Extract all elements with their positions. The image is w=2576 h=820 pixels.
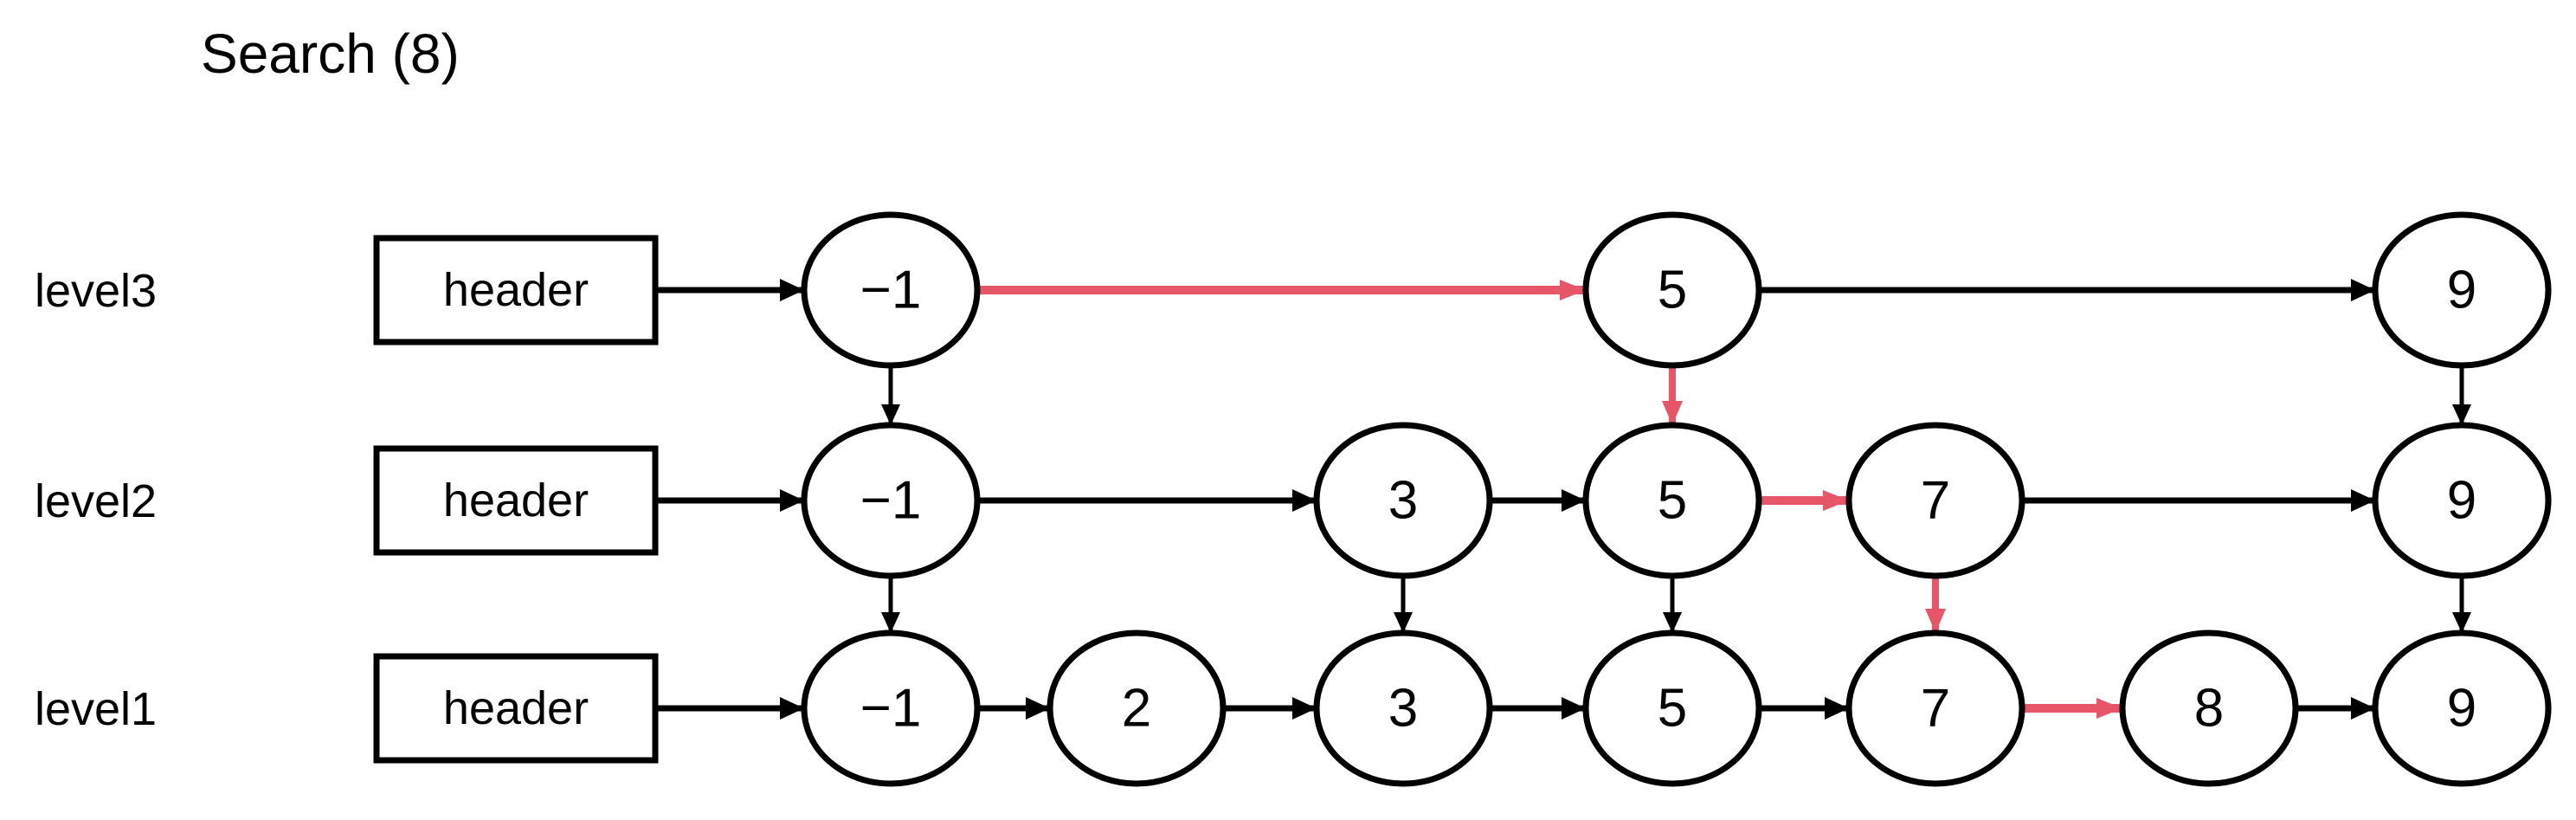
node-level1-neg1: [801, 630, 981, 787]
header-label-level1: header: [443, 682, 589, 734]
row-label-level2: level2: [35, 475, 157, 527]
node-value-level1-neg1: −1: [860, 679, 922, 739]
header-label-level2: header: [443, 475, 589, 526]
node-level2-7: [1845, 422, 2025, 579]
node-value-level1-2: 2: [1122, 679, 1151, 739]
node-level1-8: [2119, 630, 2299, 787]
node-level2-5: [1582, 422, 1762, 579]
node-value-level2-5: 5: [1658, 471, 1687, 531]
node-level2-9: [2372, 422, 2552, 579]
header-label-level3: header: [443, 264, 589, 316]
node-value-level3-5: 5: [1658, 261, 1687, 320]
node-value-level1-7: 7: [1921, 679, 1950, 739]
node-level1-2: [1046, 630, 1227, 787]
node-level1-9: [2372, 630, 2552, 787]
node-value-level1-3: 3: [1388, 679, 1418, 739]
node-value-level1-8: 8: [2194, 679, 2224, 739]
node-value-level2-3: 3: [1388, 471, 1418, 531]
node-level3-5: [1582, 211, 1762, 369]
node-level2-3: [1313, 422, 1493, 579]
diagram-title: Search (8): [201, 23, 460, 85]
node-level1-7: [1845, 630, 2025, 787]
node-value-level1-9: 9: [2447, 679, 2476, 739]
node-value-level3-neg1: −1: [860, 261, 922, 320]
node-level3-9: [2372, 211, 2552, 369]
node-value-level2-neg1: −1: [860, 471, 922, 531]
node-value-level3-9: 9: [2447, 261, 2476, 320]
node-level1-5: [1582, 630, 1762, 787]
node-level1-3: [1313, 630, 1493, 787]
header-box-level3: [373, 235, 659, 345]
node-level3-neg1: [801, 211, 981, 369]
row-label-level3: level3: [35, 265, 157, 317]
node-value-level1-5: 5: [1658, 679, 1687, 739]
node-level2-neg1: [801, 422, 981, 579]
node-value-level2-7: 7: [1921, 471, 1950, 531]
node-value-level2-9: 9: [2447, 471, 2476, 531]
row-label-level1: level1: [35, 683, 157, 735]
